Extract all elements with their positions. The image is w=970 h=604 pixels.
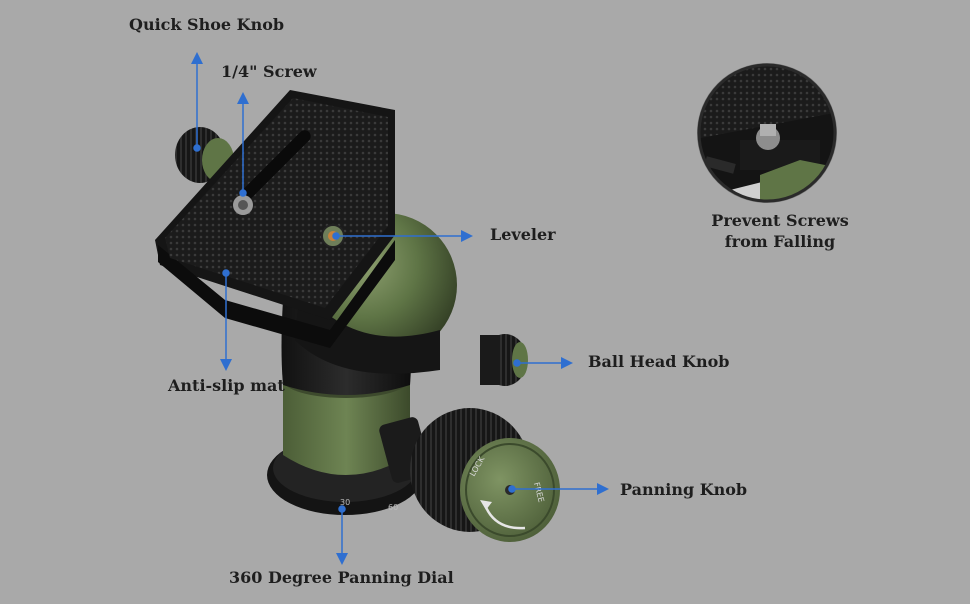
label-ball-head-knob: Ball Head Knob — [588, 352, 730, 371]
dial-mark-60: 60 — [388, 503, 398, 512]
inset-caption-line1: Prevent Screws — [711, 211, 849, 230]
label-panning-knob: Panning Knob — [620, 480, 748, 499]
ball-head-knob-part — [480, 334, 528, 386]
green-base-body — [283, 380, 410, 475]
inset-detail — [697, 63, 837, 203]
label-leveler: Leveler — [490, 225, 556, 244]
label-anti-slip-mat: Anti-slip mat — [168, 376, 285, 395]
dial-mark-30: 30 — [340, 498, 350, 507]
label-panning-dial: 360 Degree Panning Dial — [229, 568, 454, 587]
panning-knob-part: LOCK FREE — [379, 408, 560, 542]
inset-caption: Prevent Screws from Falling — [700, 210, 860, 252]
pointer-lines — [191, 52, 609, 565]
label-quick-shoe-knob: Quick Shoe Knob — [129, 15, 285, 34]
quick-release-plate — [155, 90, 395, 348]
label-screw: 1/4" Screw — [221, 62, 317, 81]
inset-caption-line2: from Falling — [724, 232, 836, 251]
